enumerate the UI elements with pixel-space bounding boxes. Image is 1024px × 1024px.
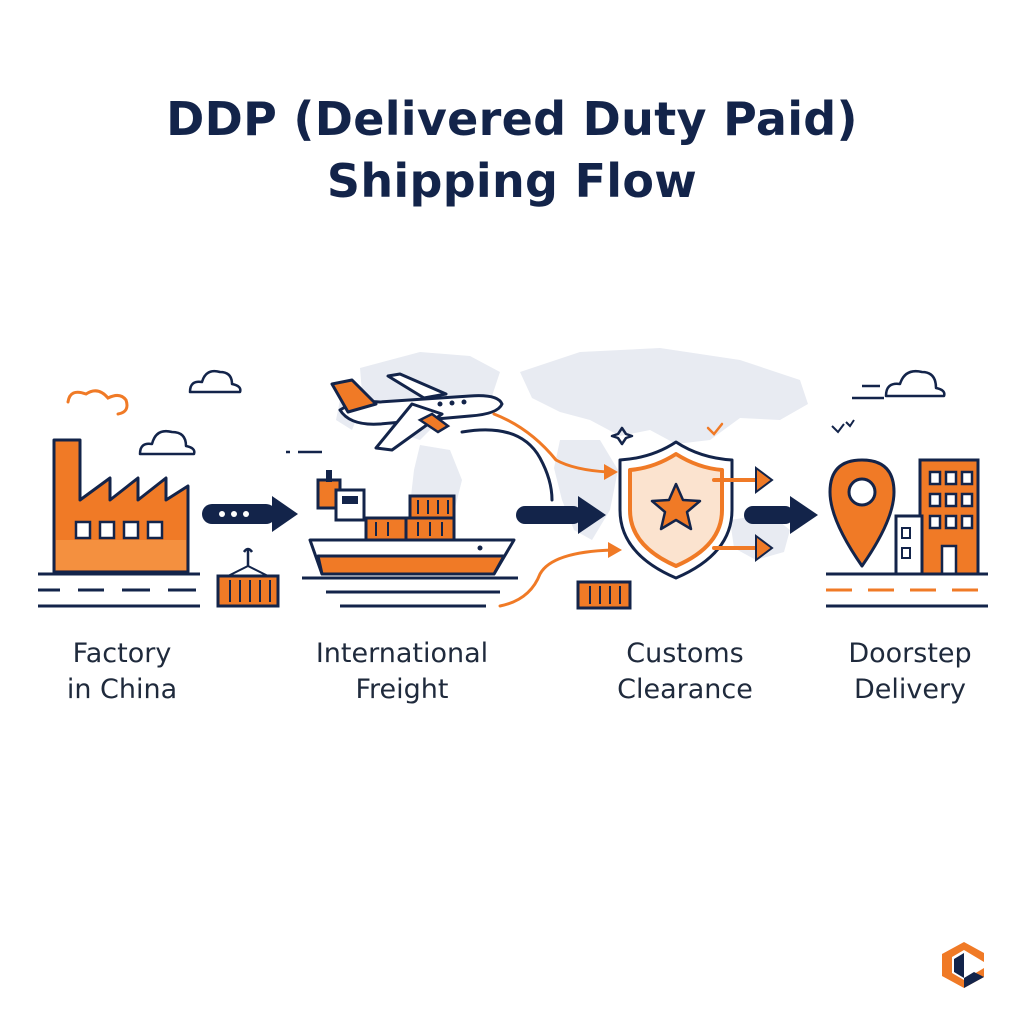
step-label-line-1: Doorstep xyxy=(848,638,972,669)
cloud-icon xyxy=(852,370,946,400)
step-label-line-2: Clearance xyxy=(617,674,753,705)
container-icon xyxy=(576,580,632,610)
step-label-line-1: Customs xyxy=(626,638,744,669)
cloud-icon xyxy=(138,430,196,456)
step-label-customs: Customs Clearance xyxy=(565,636,805,708)
customs-shield-icon xyxy=(610,422,774,580)
brand-logo-icon xyxy=(942,942,984,988)
step-label-line-1: Factory xyxy=(72,638,172,669)
step-label-line-2: Freight xyxy=(355,674,449,705)
step-label-line-2: Delivery xyxy=(853,674,967,705)
step-label-freight: International Freight xyxy=(282,636,522,708)
airplane-icon xyxy=(330,372,504,452)
crane-container-icon xyxy=(216,547,280,608)
flow-arrow-2 xyxy=(516,496,606,534)
route-curves xyxy=(460,412,622,608)
step-label-line-2: in China xyxy=(66,674,178,705)
cloud-icon xyxy=(188,369,242,394)
step-label-line-1: International xyxy=(315,638,489,669)
step-label-factory: Factory in China xyxy=(2,636,242,708)
flow-arrow-3 xyxy=(744,496,818,534)
flow-arrow-1 xyxy=(202,496,298,532)
factory-icon xyxy=(38,389,200,608)
bird-icon xyxy=(831,419,855,434)
title-line-1: DDP (Delivered Duty Paid) xyxy=(166,92,858,146)
cargo-ship-icon xyxy=(302,470,518,608)
diagram-title: DDP (Delivered Duty Paid) Shipping Flow xyxy=(0,88,1024,212)
delivery-location-icon xyxy=(826,458,988,608)
step-label-delivery: Doorstep Delivery xyxy=(790,636,1024,708)
title-line-2: Shipping Flow xyxy=(326,154,698,208)
